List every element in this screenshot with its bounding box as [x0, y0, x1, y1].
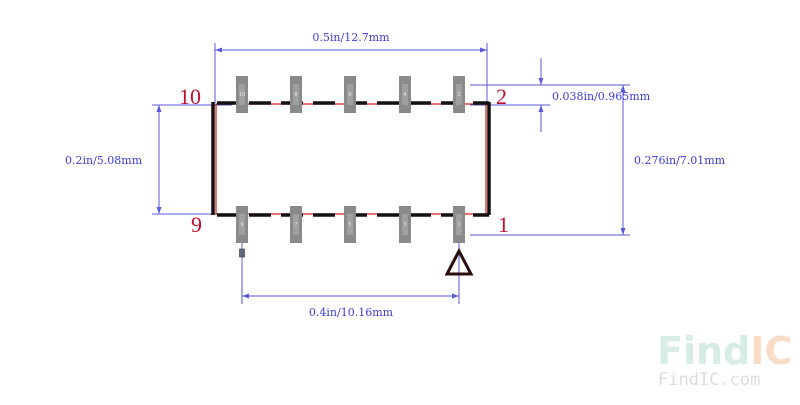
pad-inner — [347, 84, 353, 105]
pad-number: 4 — [403, 92, 406, 98]
svg-text:FindIC: FindIC — [657, 329, 792, 373]
pin-label-9: 9 — [191, 212, 202, 237]
pad-10: 10 — [236, 76, 248, 113]
pad-inner — [239, 214, 245, 235]
pin-label-2: 2 — [496, 84, 507, 109]
pad-number: 9 — [240, 222, 243, 228]
pad-inner — [402, 84, 408, 105]
pad-number: 6 — [348, 92, 351, 98]
dimension-pad-width: 0.038in/0.965mm — [470, 58, 651, 132]
dimension-label-overall-height: 0.276in/7.01mm — [634, 154, 726, 167]
dimension-width-top: 0.5in/12.7mm — [214, 31, 488, 103]
pad-number: 8 — [294, 92, 297, 98]
pad-7: 7 — [290, 206, 302, 243]
pad-6: 6 — [344, 76, 356, 113]
pad-number: 1 — [457, 222, 460, 228]
watermark-url: FindIC.com — [658, 370, 760, 390]
pad-8: 8 — [290, 76, 302, 113]
pad-inner — [456, 214, 462, 235]
dimension-row-spacing: 0.2in/5.08mm — [65, 104, 232, 215]
dimension-overall-height: 0.276in/7.01mm — [470, 84, 726, 236]
pad-5: 5 — [344, 206, 356, 243]
pad-inner — [347, 214, 353, 235]
pad-row-top: 10 8 6 4 2 — [236, 76, 465, 113]
pad-inner — [402, 214, 408, 235]
dimension-label-width: 0.5in/12.7mm — [312, 31, 390, 44]
dimension-pitch-span: 0.4in/10.16mm — [241, 226, 460, 319]
pad-1: 1 — [453, 206, 465, 243]
pad-inner — [293, 214, 299, 235]
pad-2: 2 — [453, 76, 465, 113]
pad-9: 9 — [236, 206, 248, 243]
pin-label-1: 1 — [498, 212, 509, 237]
pad-inner — [456, 84, 462, 105]
component-body — [211, 101, 491, 217]
pad-3: 3 — [399, 206, 411, 243]
pad-number: 2 — [457, 92, 460, 98]
pad-number: 10 — [239, 92, 245, 98]
pad-inner — [239, 84, 245, 105]
pin-label-10: 10 — [179, 84, 201, 109]
pad-number: 3 — [403, 222, 406, 228]
pin1-square-marker — [239, 248, 245, 258]
dimension-label-pitch-span: 0.4in/10.16mm — [309, 306, 394, 319]
pad-number: 5 — [348, 222, 351, 228]
pad-number: 7 — [294, 222, 297, 228]
pad-4: 4 — [399, 76, 411, 113]
pad-inner — [293, 84, 299, 105]
dimension-label-pad-width: 0.038in/0.965mm — [552, 90, 651, 103]
pin1-triangle-marker — [444, 247, 474, 276]
dimension-label-row-spacing: 0.2in/5.08mm — [65, 154, 143, 167]
pad-row-bottom: 9 7 5 3 1 — [236, 206, 465, 243]
watermark-logo-find: Find — [657, 329, 750, 373]
watermark-logo-ic: IC — [750, 329, 792, 373]
watermark: FindIC FindIC.com — [657, 329, 792, 390]
